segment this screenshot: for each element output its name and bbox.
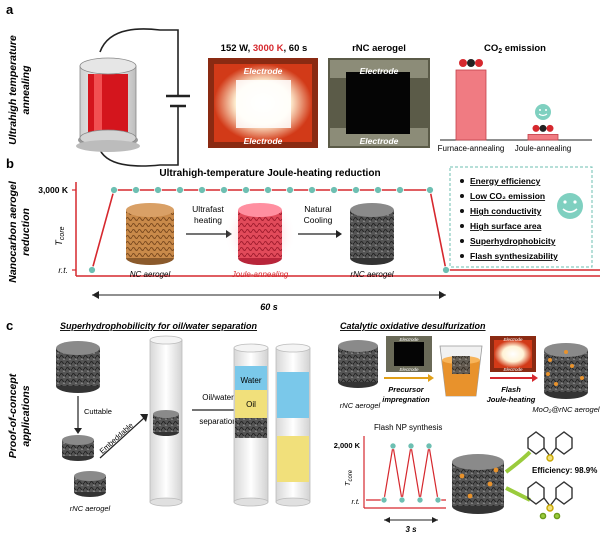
joule-conditions: 152 W, 3000 K, 60 s <box>221 43 308 54</box>
rnc-photo-title: rNC aerogel <box>352 43 406 54</box>
rnc-electrode-bottom-label: Electrode <box>360 136 399 146</box>
co2-molecule-icon <box>459 59 483 67</box>
y-bottom-label: r.t. <box>58 265 68 275</box>
co2-bar-joule <box>527 133 559 141</box>
oil-water-label-2: separation <box>199 417 236 426</box>
step1-line1: Ultrafast <box>192 204 224 214</box>
small-electrode-bottom: Electrode <box>399 367 419 372</box>
small-electrode-top: Electrode <box>399 337 419 342</box>
panel-b-title: Ultrahigh-temperature Joule-heating redu… <box>159 168 380 179</box>
benefit-item: Superhydrophobicity <box>470 236 556 246</box>
left-app-title: Superhydrophobilicity for oil/water sepa… <box>60 321 258 331</box>
y-axis-label: Tcore <box>54 226 66 245</box>
panel-b-side-label-1: Nanocarbon aerogel <box>7 180 19 283</box>
sulfone-molecule-icon <box>527 481 573 520</box>
conversion-arrow-down <box>505 486 531 502</box>
electrode-photo-small <box>386 336 432 372</box>
joule-annealing-aerogel-icon <box>224 198 296 270</box>
rnc-aerogel-right-icon <box>338 340 378 388</box>
flash-pulse-line <box>366 445 446 501</box>
rnc-electrode-top-label: Electrode <box>360 66 399 76</box>
rnc-aerogel-icon <box>350 203 394 265</box>
precursor-label-2: impregnation <box>382 395 430 404</box>
flash-duration-label: 3 s <box>405 525 417 534</box>
right-app-title: Catalytic oxidative desulfurization <box>340 321 486 331</box>
panel-a-letter: a <box>6 2 14 17</box>
benefit-item: Energy efficiency <box>470 176 541 186</box>
benefit-item: Flash synthesizability <box>470 251 558 261</box>
precursor-beaker-icon <box>439 345 483 397</box>
embeddable-label: Embeddable <box>98 421 135 456</box>
cut-aerogel-piece-2 <box>74 471 106 497</box>
oil-water-label-1: Oil/water <box>202 393 234 402</box>
benefit-item: High conductivity <box>470 206 542 216</box>
joule-heating-photo <box>208 58 318 148</box>
benefit-item: High surface area <box>470 221 542 231</box>
rnc-aerogel-photo <box>328 58 430 148</box>
rnc-right-label: rNC aerogel <box>340 401 381 410</box>
panel-c-side-label-2: applications <box>20 385 32 446</box>
dibenzothiophene-molecule-icon <box>527 431 573 462</box>
co2-molecule-small-icon <box>532 124 554 132</box>
rnc-left-label: rNC aerogel <box>70 504 111 513</box>
rnc-aerogel-large-icon <box>56 341 100 393</box>
benefits-list: Energy efficiency Low CO₂ emission High … <box>460 176 558 261</box>
step1-line2: heating <box>194 215 222 225</box>
flash-y-top: 2,000 K <box>334 441 361 450</box>
flash-electrode-bottom: Electrode <box>503 367 523 372</box>
step2-line1: Natural <box>304 204 332 214</box>
moo2-rnc-aerogel-icon <box>544 343 588 399</box>
y-top-label: 3,000 K <box>38 185 69 195</box>
conversion-arrow-up <box>504 450 532 474</box>
catalyst-aerogel-icon <box>452 454 504 514</box>
oil-label: Oil <box>246 400 256 409</box>
flash-label-1: Flash <box>501 385 521 394</box>
water-label: Water <box>240 376 261 385</box>
electrode-top-label: Electrode <box>244 66 283 76</box>
flash-label-2: Joule-heating <box>487 395 536 404</box>
panel-c-letter: c <box>6 318 13 333</box>
flash-y-axis-label: Tcore <box>343 469 354 486</box>
beaker-result <box>275 343 311 507</box>
bar-joule-label: Joule-annealing <box>515 144 572 153</box>
efficiency-label: Efficiency: 98.9% <box>532 466 597 475</box>
electrode-bottom-label: Electrode <box>244 136 283 146</box>
joule-heating-device-icon <box>76 28 190 167</box>
panel-a-side-label-1: Ultrahigh temperature <box>7 35 19 145</box>
flash-heating-photo <box>490 336 536 372</box>
smiley-small-icon <box>535 104 551 120</box>
nc-aerogel-icon <box>126 203 174 265</box>
panel-b-letter: b <box>6 156 14 171</box>
co2-bar-furnace <box>455 69 487 141</box>
flash-y-bottom: r.t. <box>352 497 360 506</box>
joule-annealing-label: Joule-annealing <box>231 270 289 279</box>
benefit-item: Low CO₂ emission <box>470 191 545 201</box>
bar-furnace-label: Furnace-annealing <box>438 144 505 153</box>
duration-label: 60 s <box>260 302 278 312</box>
rnc-aerogel-label: rNC aerogel <box>350 270 393 279</box>
co2-chart-title: CO2 emission <box>484 43 546 55</box>
embedded-aerogel-icon <box>153 410 179 436</box>
cut-aerogel-piece-1 <box>62 435 94 461</box>
step2-line2: Cooling <box>304 215 333 225</box>
panel-a-side-label-2: annealing <box>20 65 32 115</box>
flash-markers <box>380 442 442 504</box>
cuttable-label: Cuttable <box>84 407 112 416</box>
smiley-icon <box>557 193 583 219</box>
arrow-embed <box>99 417 145 459</box>
temperature-markers <box>88 186 450 274</box>
flash-chart-title: Flash NP synthesis <box>374 423 442 432</box>
beaker-separation <box>233 343 269 507</box>
panel-c-side-label-1: Proof-of-concept <box>7 373 19 458</box>
moo2-label: MoO₂@rNC aerogel <box>532 405 599 414</box>
precursor-label-1: Precursor <box>388 385 425 394</box>
flash-electrode-top: Electrode <box>503 337 523 342</box>
panel-b-side-label-2: reduction <box>20 208 32 256</box>
nc-aerogel-label: NC aerogel <box>130 270 171 279</box>
